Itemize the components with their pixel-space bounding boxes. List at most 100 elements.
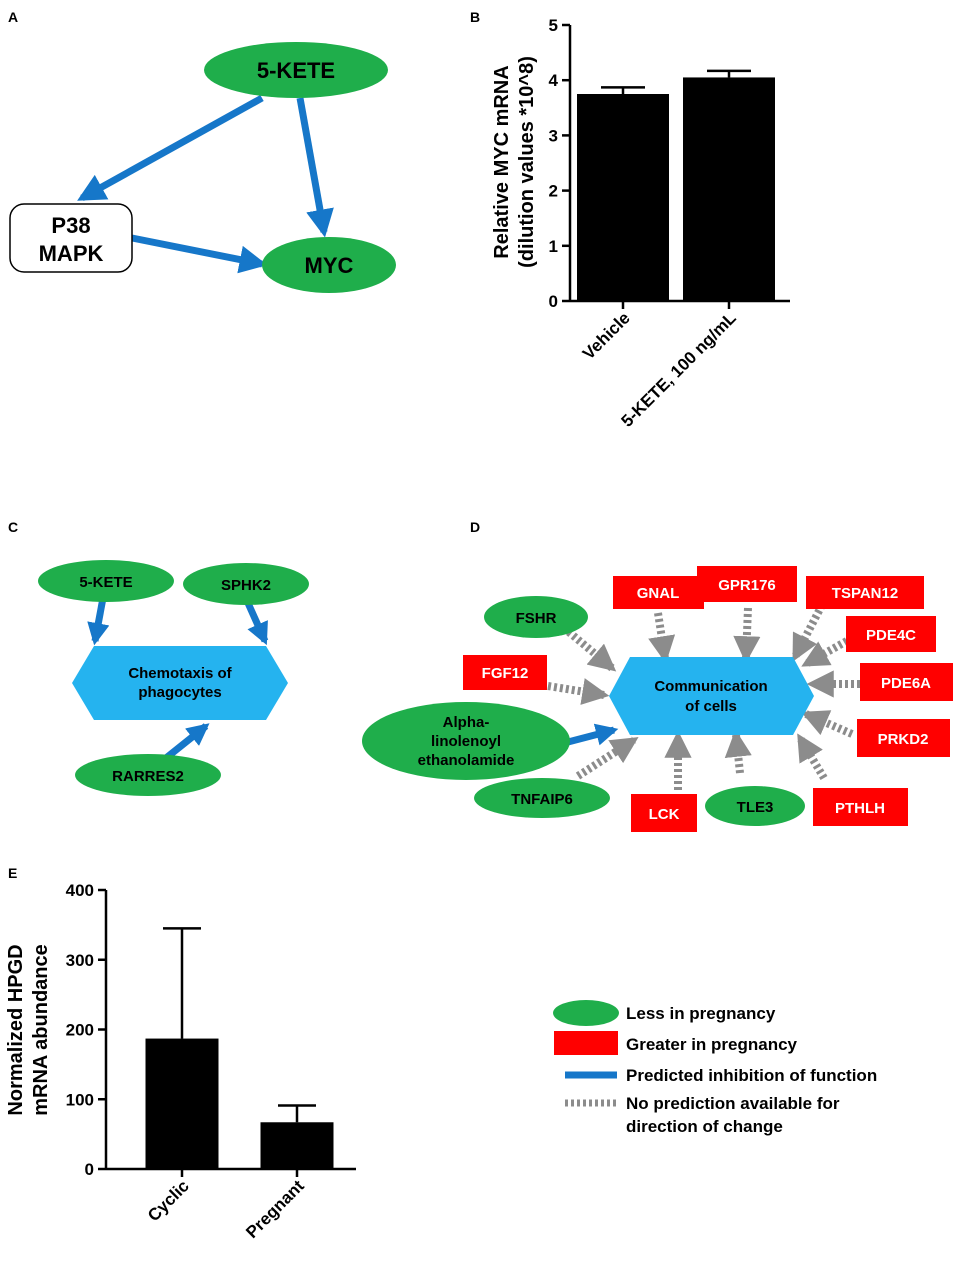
node-5kete — [204, 42, 388, 98]
arrow-fgf12 — [547, 678, 610, 705]
node-alpha-label-1: Alpha- — [443, 714, 490, 731]
arrow-tspan12 — [791, 603, 826, 662]
chart-e-ylabel-2: mRNA abundance — [30, 944, 52, 1116]
panel-e: E Normalized HPGD mRNA abundance 0 100 200… — [5, 865, 356, 1242]
node-sphk2 — [183, 563, 309, 605]
legend-label-noprediction-1: No prediction available for — [626, 1094, 840, 1113]
node-alpha-label-2: linolenoyl — [431, 733, 501, 750]
node-tnfaip6-label: TNFAIP6 — [511, 791, 573, 808]
panel-b: B Relative MYC mRNA (dilution values *10… — [470, 9, 790, 431]
arrow-prkd2 — [801, 710, 854, 738]
arrow-pthlh — [796, 733, 828, 781]
arrow-gnal — [648, 612, 676, 664]
node-pthlh-label: PTHLH — [835, 800, 885, 817]
arrow-tnfaip6 — [575, 736, 639, 780]
arrow-kete-to-myc — [296, 97, 334, 238]
chart-b-ytick-label: 1 — [549, 237, 558, 256]
chart-e-category-label: Cyclic — [144, 1176, 193, 1225]
legend: Less in pregnancy Greater in pregnancy P… — [553, 1000, 877, 1136]
node-gnal-label: GNAL — [637, 585, 680, 602]
node-tspan12 — [806, 576, 924, 609]
hub-chemotaxis — [72, 646, 288, 720]
node-fgf12 — [463, 655, 547, 690]
legend-label-less: Less in pregnancy — [626, 1004, 776, 1023]
chart-e-ytick-label: 100 — [66, 1090, 94, 1109]
panel-a: A 5-KETE P38 MAPK MYC — [8, 9, 396, 293]
node-pthlh — [813, 788, 908, 826]
chart-e-ytick-label: 400 — [66, 881, 94, 900]
node-pde4c — [846, 616, 936, 652]
chart-e-ylabel-1: Normalized HPGD — [5, 944, 27, 1115]
legend-label-inhibition: Predicted inhibition of function — [626, 1066, 877, 1085]
arrow-tle3 — [724, 729, 752, 774]
panel-label-c: C — [8, 519, 18, 535]
chart-e-ytick-label: 200 — [66, 1021, 94, 1040]
node-pde6a — [860, 663, 953, 701]
node-alpha-label-3: ethanolamide — [418, 752, 515, 769]
arrow-p38-to-myc — [131, 234, 268, 274]
node-pde4c-label: PDE4C — [866, 627, 916, 644]
node-prkd2 — [857, 719, 950, 757]
legend-label-greater: Greater in pregnancy — [626, 1035, 798, 1054]
hub-communication-label-2: of cells — [685, 698, 737, 715]
chart-e-category-label: Pregnant — [242, 1176, 308, 1242]
arrow-sphk2-to-chemotaxis — [244, 601, 269, 646]
node-gpr176 — [697, 566, 797, 602]
chart-b-bar — [577, 94, 669, 301]
legend-label-noprediction-2: direction of change — [626, 1117, 783, 1136]
chart-b-ytick-label: 4 — [549, 71, 559, 90]
node-tle3-label: TLE3 — [737, 799, 774, 816]
node-lck — [631, 794, 697, 832]
node-5kete-c — [38, 560, 174, 602]
panel-c: C 5-KETE SPHK2 Chemotaxis of phagocytes … — [8, 519, 309, 796]
arrow-alpha-to-communication — [567, 723, 619, 746]
hub-chemotaxis-label-2: phagocytes — [138, 684, 221, 701]
node-sphk2-label: SPHK2 — [221, 577, 271, 594]
node-gnal — [613, 576, 704, 609]
node-tle3 — [705, 786, 805, 826]
chart-b-ytick-label: 2 — [549, 182, 558, 201]
node-5kete-label: 5-KETE — [257, 58, 335, 83]
node-gpr176-label: GPR176 — [718, 577, 776, 594]
chart-e-ytick-label: 0 — [85, 1160, 94, 1179]
chart-b-ytick-label: 0 — [549, 292, 558, 311]
chart-b-bar — [683, 77, 775, 301]
node-rarres2-label: RARRES2 — [112, 768, 184, 785]
node-fshr — [484, 596, 588, 638]
hub-communication — [609, 657, 814, 735]
panel-label-e: E — [8, 865, 17, 881]
chart-b-category-label: Vehicle — [579, 308, 634, 363]
node-fgf12-label: FGF12 — [482, 665, 529, 682]
node-myc — [262, 237, 396, 293]
panel-label-b: B — [470, 9, 480, 25]
chart-e-bar — [260, 1122, 334, 1169]
chart-b-ytick-label: 5 — [549, 16, 558, 35]
node-pde6a-label: PDE6A — [881, 675, 931, 692]
legend-swatch-greater — [554, 1031, 618, 1055]
chart-b-category-label: 5-KETE, 100 ng/mL — [618, 308, 740, 430]
node-p38-mapk — [9, 203, 133, 273]
hub-communication-label-1: Communication — [654, 678, 767, 695]
chart-e-bar — [145, 1038, 219, 1169]
node-fshr-label: FSHR — [516, 610, 557, 627]
arrow-kete-to-chemotaxis — [87, 597, 110, 646]
panel-d: D Communication of cells FSHR Alpha- lin… — [362, 519, 953, 832]
panel-label-d: D — [470, 519, 480, 535]
arrow-kete-to-p38 — [77, 94, 264, 202]
node-p38-label-1: P38 — [51, 213, 90, 238]
node-tnfaip6 — [474, 778, 610, 818]
chart-e-ytick-label: 300 — [66, 951, 94, 970]
node-prkd2-label: PRKD2 — [878, 731, 929, 748]
arrow-fshr — [561, 624, 617, 672]
panel-label-a: A — [8, 9, 18, 25]
node-lck-label: LCK — [649, 806, 680, 823]
legend-swatch-less — [553, 1000, 619, 1026]
chart-b-ylabel-2: (dilution values *10^8) — [516, 56, 538, 268]
arrow-gpr176 — [733, 607, 761, 664]
arrow-pde4c — [801, 634, 854, 668]
hub-chemotaxis-label-1: Chemotaxis of — [128, 665, 232, 682]
node-rarres2 — [75, 754, 221, 796]
